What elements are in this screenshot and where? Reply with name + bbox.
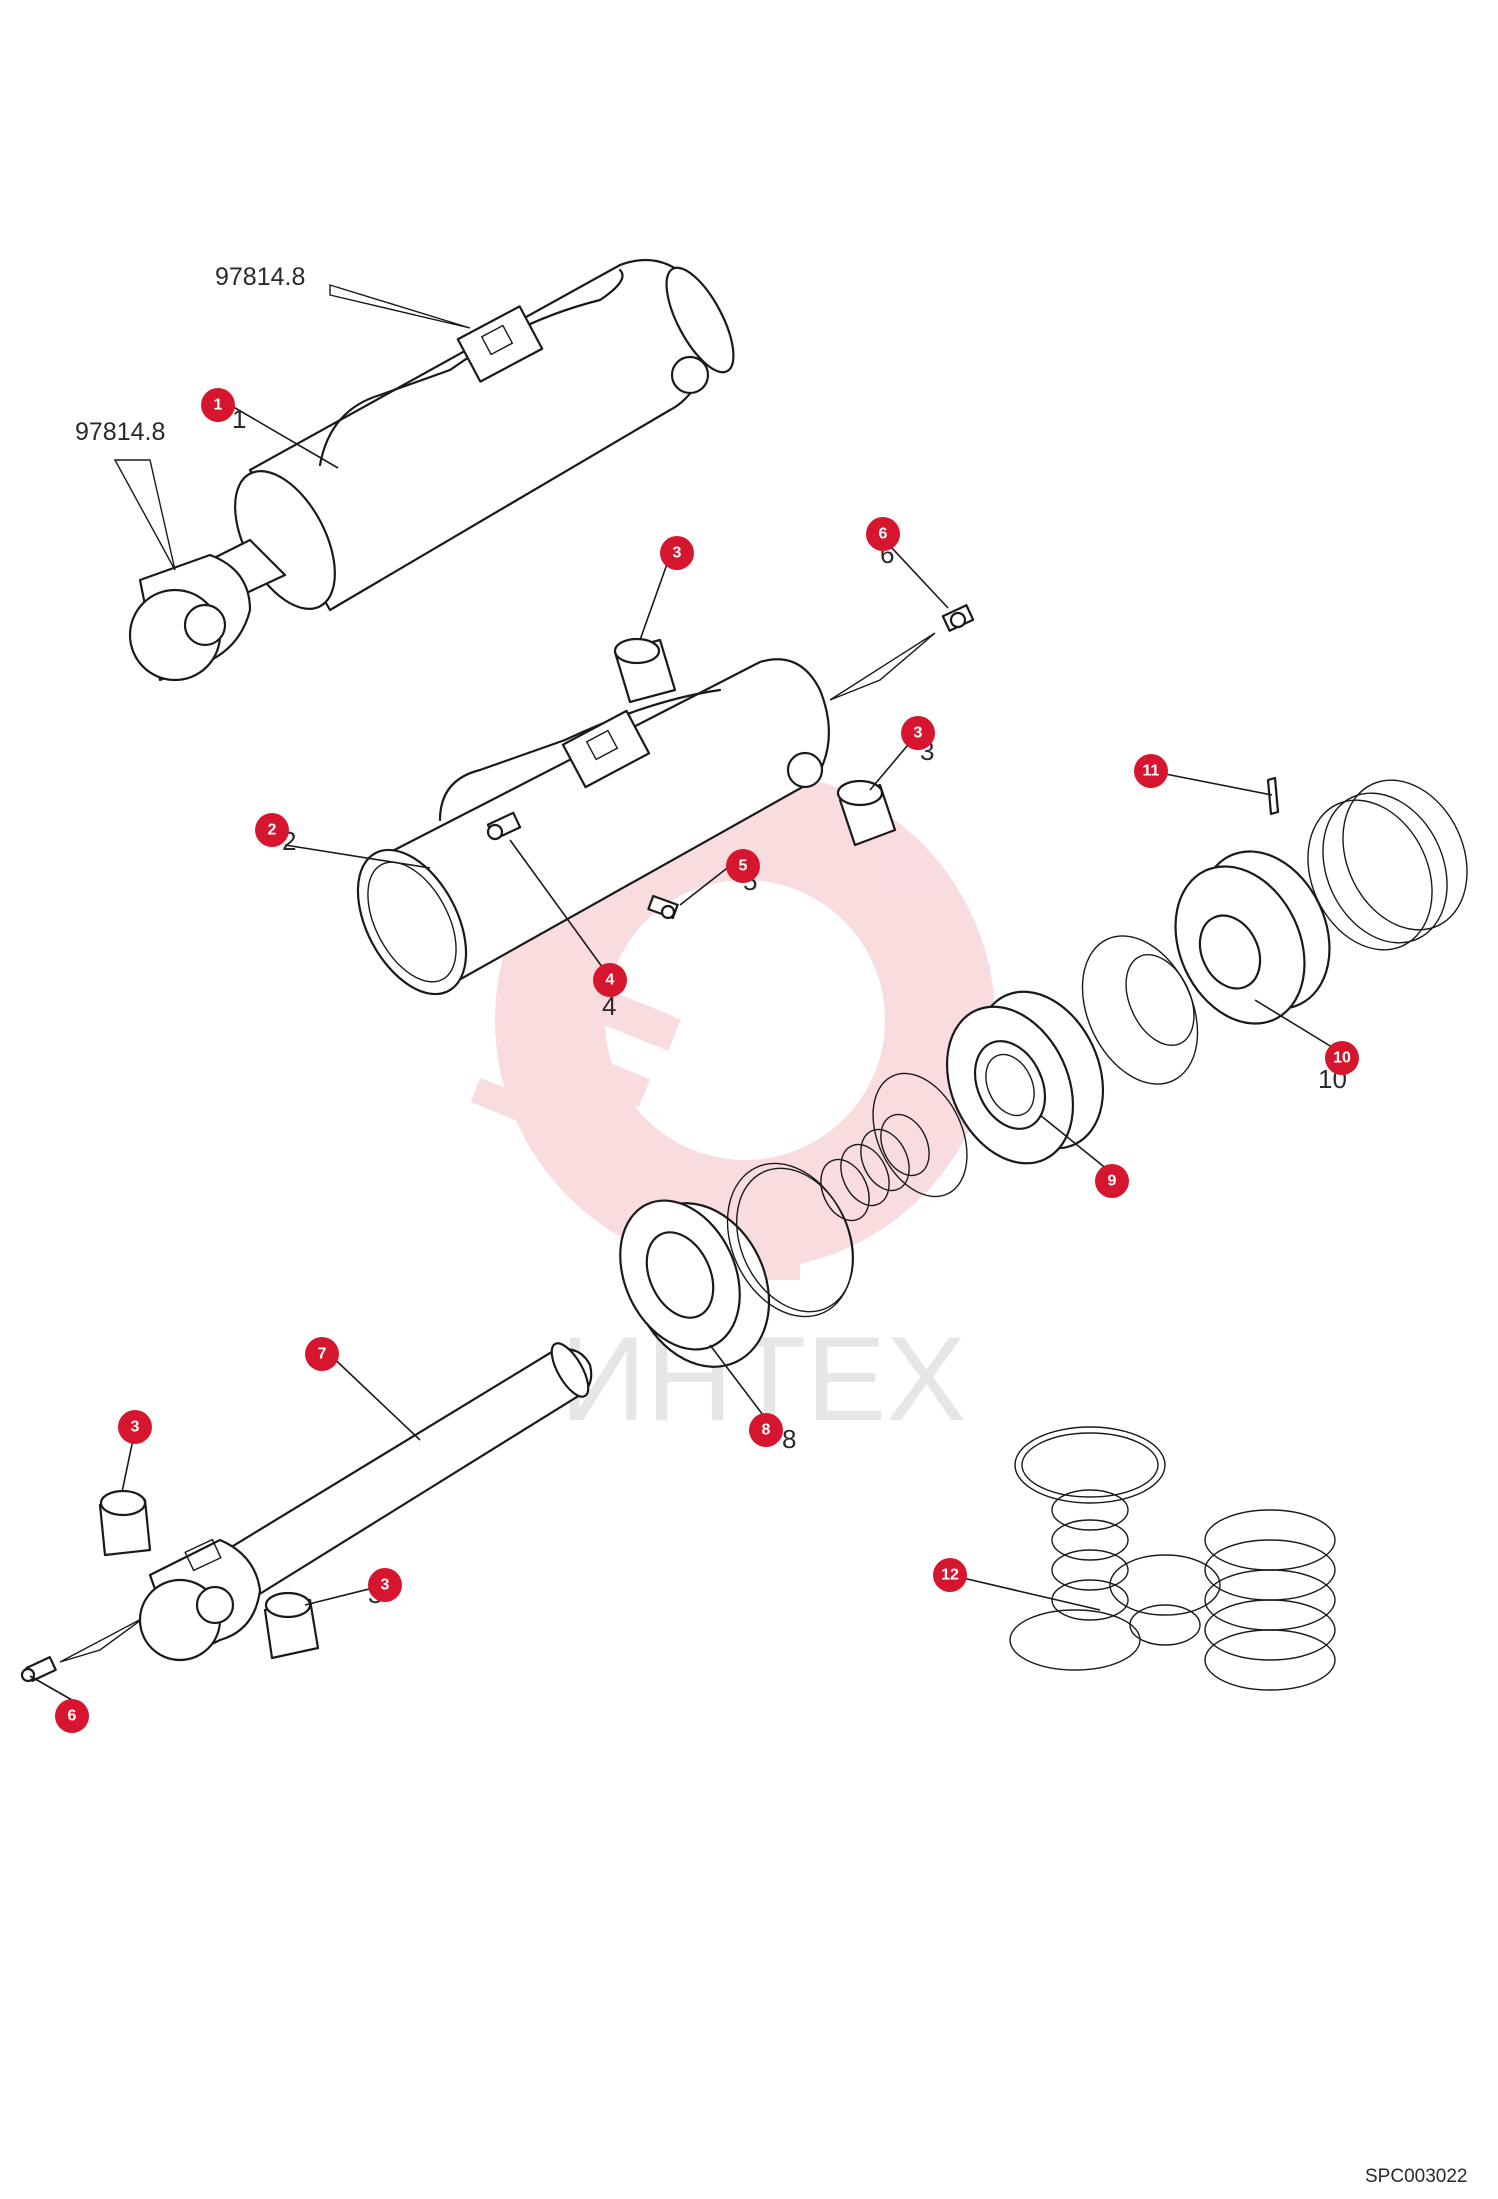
oring-head xyxy=(1081,935,1199,1085)
callout-8[interactable]: 8 xyxy=(749,1413,783,1447)
svg-text:8: 8 xyxy=(782,1424,796,1454)
svg-text:4: 4 xyxy=(602,991,616,1021)
callout-1[interactable]: 1 xyxy=(201,388,235,422)
drawing-code: SPC003022 xyxy=(1365,2166,1467,2187)
spring-seal xyxy=(820,1072,968,1222)
grease-nipple-rod-end xyxy=(20,1656,57,1683)
piston xyxy=(1174,850,1331,1025)
reference-arrow-left xyxy=(113,459,176,571)
set-screw xyxy=(1266,776,1280,816)
reference-label-left: 97814.8 xyxy=(75,418,165,446)
svg-text:10: 10 xyxy=(1333,1050,1351,1067)
callout-2[interactable]: 2 xyxy=(255,813,289,847)
svg-text:2: 2 xyxy=(268,822,277,839)
callout-3d[interactable]: 3 xyxy=(368,1568,402,1602)
callout-6a[interactable]: 6 xyxy=(866,517,900,551)
svg-text:12: 12 xyxy=(941,1567,959,1584)
callout-4[interactable]: 4 xyxy=(593,963,627,997)
callout-6b[interactable]: 6 xyxy=(55,1699,89,1733)
svg-text:6: 6 xyxy=(68,1708,77,1725)
callout-12[interactable]: 12 xyxy=(933,1558,967,1592)
reference-label-top: 97814.8 xyxy=(215,263,305,291)
svg-text:3: 3 xyxy=(673,545,682,562)
svg-text:5: 5 xyxy=(739,858,748,875)
svg-text:6: 6 xyxy=(879,526,888,543)
bushing-rod xyxy=(263,1591,320,1660)
callout-3c[interactable]: 3 xyxy=(118,1410,152,1444)
grease-nipple-top xyxy=(941,604,975,632)
grease-nipple-5 xyxy=(647,894,679,920)
svg-text:3: 3 xyxy=(914,725,923,742)
cylinder-assembly xyxy=(128,258,735,682)
svg-text:4: 4 xyxy=(606,972,615,989)
svg-text:11: 11 xyxy=(1143,763,1160,780)
svg-text:1: 1 xyxy=(232,404,246,434)
svg-text:8: 8 xyxy=(762,1422,771,1439)
gland-nut xyxy=(619,1199,771,1368)
svg-text:7: 7 xyxy=(318,1346,327,1363)
seal-kit xyxy=(1009,1426,1336,1691)
grease-nipple-barrel xyxy=(486,811,522,841)
svg-text:1: 1 xyxy=(214,397,223,414)
svg-text:3: 3 xyxy=(381,1577,390,1594)
callout-10[interactable]: 10 xyxy=(1325,1041,1359,1075)
oring-large xyxy=(726,1162,855,1318)
cylinder-head xyxy=(945,990,1105,1165)
callout-9[interactable]: 9 xyxy=(1095,1164,1129,1198)
callout-5[interactable]: 5 xyxy=(726,849,760,883)
bushing-top xyxy=(613,637,677,704)
piston-seals xyxy=(1307,779,1468,951)
pointer-arrow-rod-end xyxy=(59,1616,146,1663)
svg-text:3: 3 xyxy=(131,1419,140,1436)
callout-3a[interactable]: 3 xyxy=(660,536,694,570)
bushing-right xyxy=(836,779,897,847)
barrel xyxy=(356,658,830,996)
pointer-arrow-barrel xyxy=(829,632,936,701)
svg-text:9: 9 xyxy=(1108,1173,1117,1190)
piston-rod xyxy=(138,1342,593,1662)
callout-11[interactable]: 11 xyxy=(1134,754,1168,788)
callout-3b[interactable]: 3 xyxy=(901,716,935,750)
reference-arrow-top xyxy=(329,284,471,329)
callout-7[interactable]: 7 xyxy=(305,1337,339,1371)
bushing-left xyxy=(98,1489,152,1557)
